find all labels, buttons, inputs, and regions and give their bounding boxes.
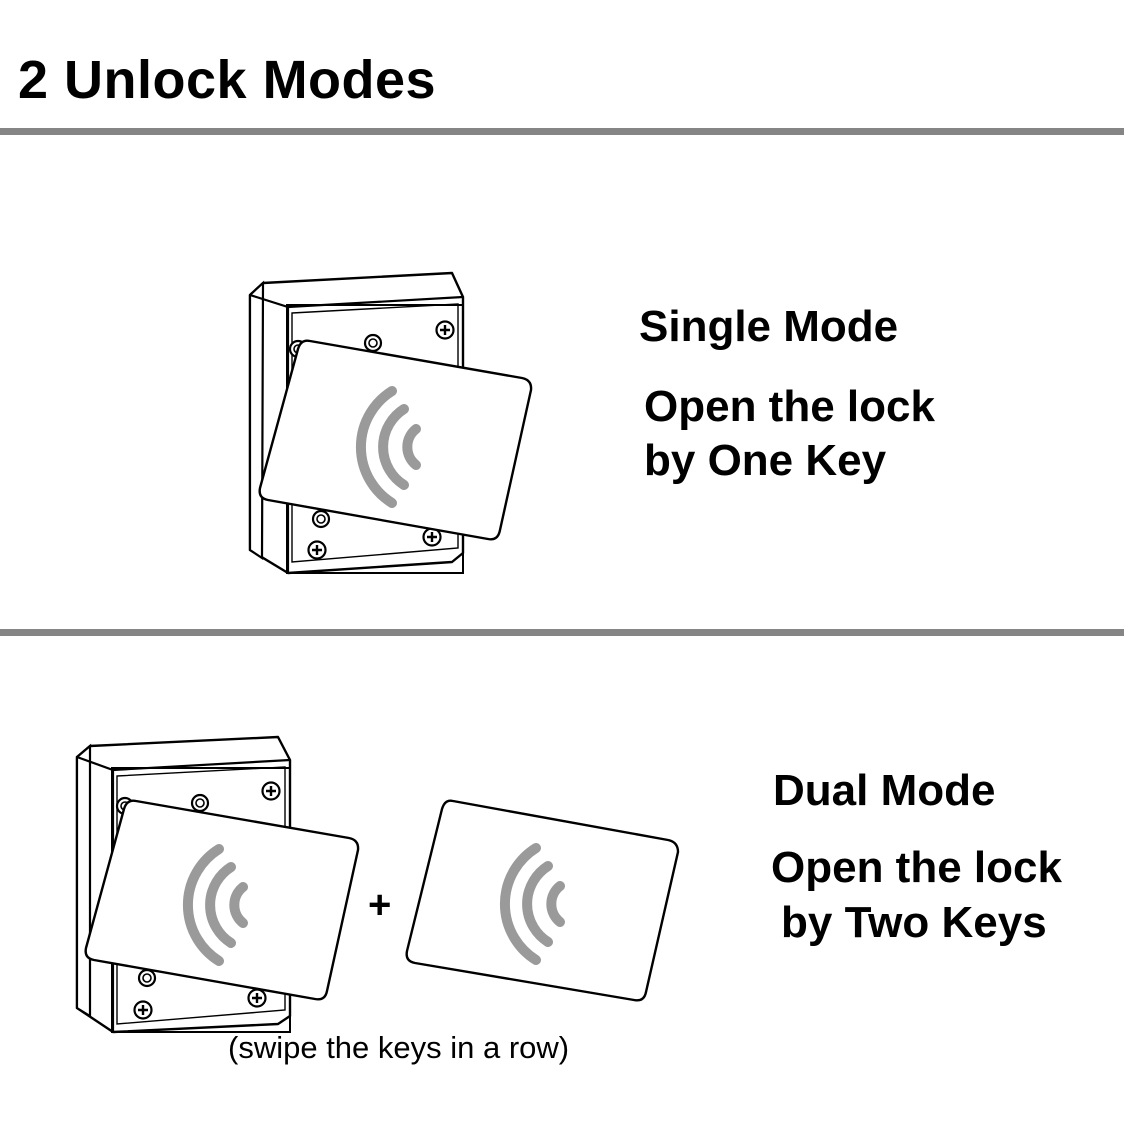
page-title: 2 Unlock Modes [18,50,437,110]
single-mode-line-2: by One Key [644,436,887,485]
screw-icon [133,1000,153,1020]
screw-hole-icon [190,793,210,813]
screw-icon [247,988,267,1008]
screw-hole-icon [137,968,157,988]
key-card-icon [405,799,680,1002]
top-divider [0,128,1124,135]
single-mode-line-1: Open the lock [644,382,935,431]
key-card-icon [84,799,360,1001]
plus-sign: + [368,883,392,927]
middle-divider [0,629,1124,636]
key-card-icon [258,339,533,541]
screw-icon [261,781,281,801]
swipe-note: (swipe the keys in a row) [228,1030,570,1065]
dual-mode-line-1: Open the lock [771,843,1062,892]
single-mode-heading: Single Mode [639,302,899,351]
dual-mode-heading: Dual Mode [773,766,996,815]
dual-mode-line-2: by Two Keys [781,898,1047,947]
